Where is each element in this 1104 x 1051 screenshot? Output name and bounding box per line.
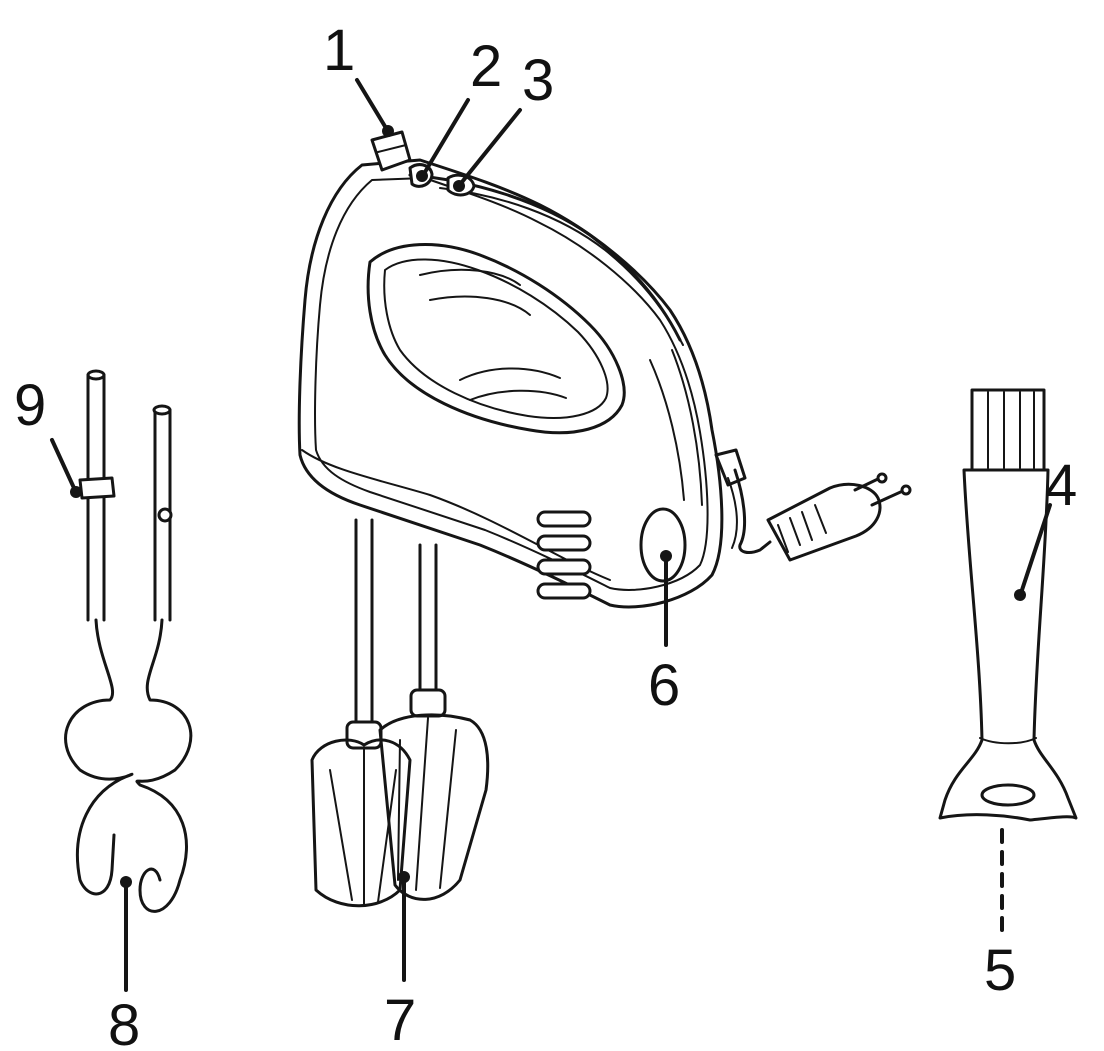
callout-leaders [50, 78, 1052, 992]
blender-attachment [938, 388, 1078, 932]
callout-4: 4 [1045, 453, 1077, 518]
callout-numbers: 1 2 3 4 5 6 7 8 9 [14, 18, 1077, 1051]
air-vents [536, 510, 592, 600]
callout-9: 9 [14, 373, 46, 438]
beaters [310, 518, 490, 908]
callout-2: 2 [470, 34, 502, 99]
power-plug [766, 472, 912, 562]
callout-6: 6 [648, 653, 680, 718]
callout-1: 1 [323, 18, 355, 83]
mixer-body [297, 130, 724, 609]
dough-hooks [64, 369, 193, 913]
callout-8: 8 [108, 993, 140, 1051]
callout-7: 7 [384, 988, 416, 1051]
callout-5: 5 [984, 938, 1016, 1003]
power-cord [714, 448, 772, 554]
callout-3: 3 [522, 48, 554, 113]
side-knob [639, 507, 687, 583]
